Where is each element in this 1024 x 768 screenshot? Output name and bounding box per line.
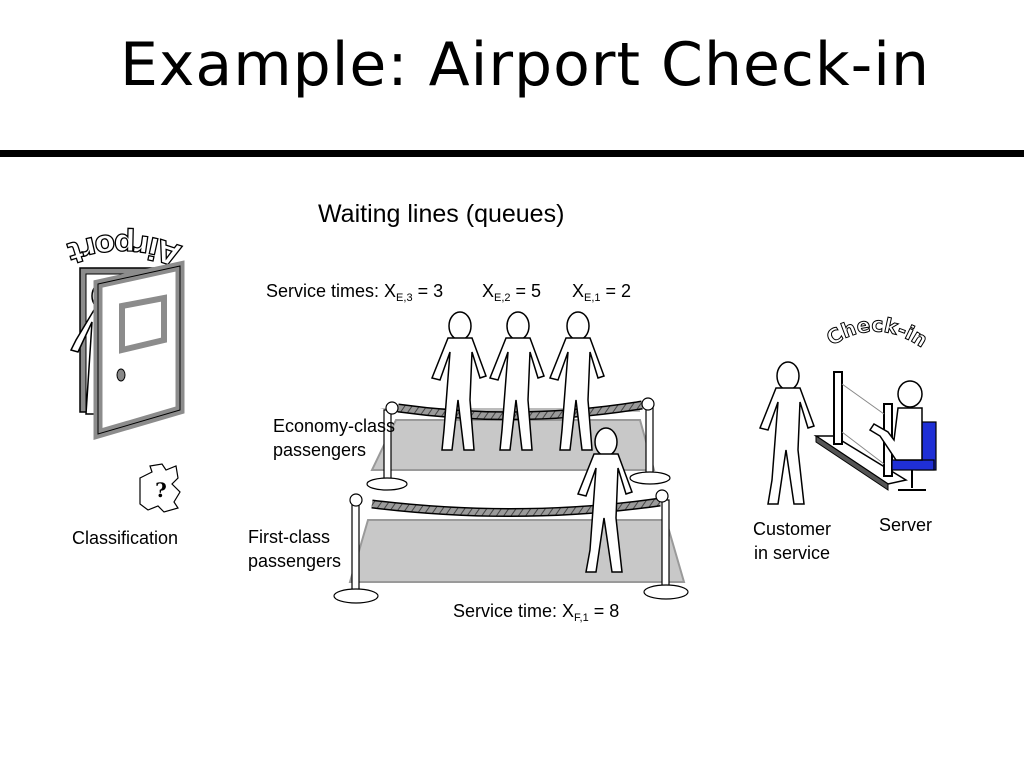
first-class-service-time-label: Service time: XF,1 = 8 bbox=[453, 601, 620, 624]
airport-door-icon bbox=[69, 260, 185, 441]
economy-class-label: Economy-class passengers bbox=[273, 416, 396, 460]
first-class-label: First-class passengers bbox=[248, 527, 342, 571]
first-class-rope-barrier bbox=[333, 489, 689, 604]
customer-in-service-icon bbox=[758, 361, 815, 505]
server-agent-icon bbox=[868, 380, 937, 491]
economy-passenger-3-icon bbox=[430, 311, 487, 451]
title-divider bbox=[0, 150, 1024, 157]
check-in-sign-icon: Check-in bbox=[822, 312, 933, 353]
svg-text:Check-in: Check-in bbox=[822, 312, 932, 352]
waiting-lines-label: Waiting lines (queues) bbox=[318, 200, 565, 228]
classification-label: Classification bbox=[72, 528, 179, 548]
service-time-e1-label: XE,1 = 2 bbox=[572, 281, 632, 304]
slide-title: Example: Airport Check-in bbox=[120, 30, 930, 100]
economy-passenger-1-icon bbox=[548, 311, 605, 451]
classification-puzzle-icon: ? bbox=[139, 463, 181, 513]
first-class-queue-platform bbox=[348, 519, 686, 583]
server-label: Server bbox=[879, 515, 933, 535]
first-class-passenger-icon bbox=[576, 427, 633, 573]
economy-passenger-2-icon bbox=[488, 311, 545, 451]
economy-service-times-label: Service times: XE,3 = 3 bbox=[266, 281, 444, 304]
svg-text:?: ? bbox=[155, 478, 167, 502]
customer-in-service-label: Customer in service bbox=[752, 519, 832, 563]
check-in-desk-icon bbox=[813, 371, 908, 491]
service-time-e2-label: XE,2 = 5 bbox=[482, 281, 542, 304]
